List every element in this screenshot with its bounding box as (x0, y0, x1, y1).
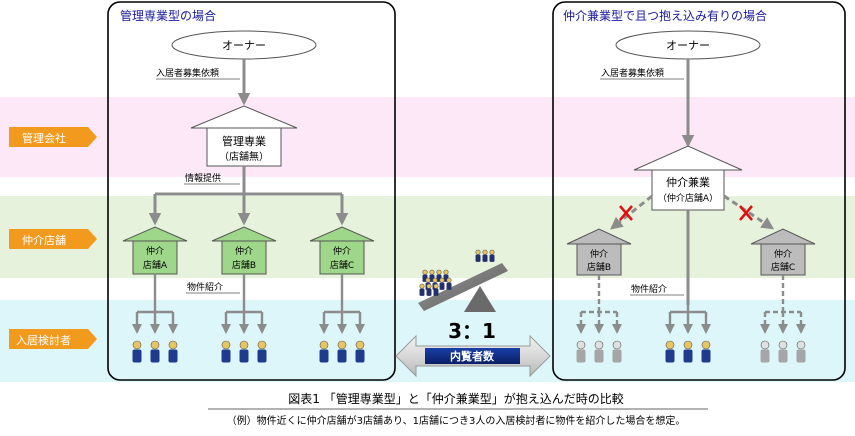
cross-b-icon (619, 205, 633, 221)
arrow-label: 内覧者数 (450, 349, 495, 363)
seesaw-people (419, 249, 495, 296)
left-panel-frame (107, 1, 396, 381)
person-icon (778, 340, 788, 363)
tag-management-company: 管理会社 (9, 127, 97, 147)
left-people-arrows (131, 274, 366, 335)
people-connector (318, 274, 366, 335)
seesaw-icon (418, 263, 508, 312)
person-icon (760, 340, 770, 363)
people-connector (759, 275, 807, 335)
left-shop-c: 仲介 店舗C (309, 226, 375, 275)
person-icon (594, 340, 604, 363)
caption-note: （例）物件近くに仲介店舗が3店舗あり、1店舗につき3人の入居検討者に物件を紹介し… (227, 414, 686, 427)
right-property-label: 物件紹介 (631, 283, 667, 295)
left-people (132, 340, 365, 363)
right-shop-c: 仲介 店舗C (750, 228, 816, 276)
left-owner-label: オーナー (222, 39, 266, 52)
arrow-label-bg (425, 348, 520, 364)
person-icon (489, 249, 495, 262)
person-icon (150, 340, 160, 363)
band-brokerage-shop (0, 196, 855, 278)
caption-title: 図表1 「管理専業型」と「仲介兼業型」が抱え込んだ時の比較 (288, 391, 623, 406)
person-icon (796, 340, 806, 363)
ratio-text: 3：1 (448, 319, 496, 343)
person-icon (355, 340, 365, 363)
person-icon (419, 283, 425, 296)
left-shop-c-line2: 店舗C (330, 259, 354, 271)
tag-tenant-candidate-label: 入居検討者 (16, 333, 71, 347)
left-property-label: 物件紹介 (187, 281, 223, 293)
person-icon (168, 340, 178, 363)
person-icon (701, 340, 711, 363)
person-icon (446, 277, 452, 290)
broker-line2: （仲介店舗A） (658, 192, 718, 204)
right-dashed-arrow-b (610, 194, 653, 230)
left-info-label: 情報提供 (185, 172, 221, 184)
tag-brokerage-shop: 仲介店舗 (9, 229, 97, 249)
right-shop-b-line2: 店舗B (587, 261, 611, 273)
broker-line1: 仲介兼業 (666, 175, 710, 189)
person-icon (132, 340, 142, 363)
tag-brokerage-shop-label: 仲介店舗 (22, 233, 66, 247)
person-icon (482, 249, 488, 262)
left-shop-a-line2: 店舗A (143, 259, 168, 271)
person-icon (439, 277, 445, 290)
person-icon (612, 340, 622, 363)
person-icon (475, 249, 481, 262)
people-connector (575, 275, 623, 335)
person-icon (683, 340, 693, 363)
people-connector (220, 274, 268, 335)
right-people (576, 340, 806, 363)
left-shop-b-line1: 仲介 (235, 245, 253, 257)
cross-c-icon (739, 205, 753, 221)
left-request-label: 入居者募集依頼 (156, 67, 219, 79)
left-shop-a-line1: 仲介 (146, 245, 164, 257)
manager-line2: （店舗無） (219, 150, 269, 163)
right-shop-c-line2: 店舗C (771, 261, 795, 273)
left-shop-b-line2: 店舗B (232, 259, 256, 271)
right-panel-frame (552, 1, 846, 381)
left-panel-title: 管理専業型の場合 (120, 8, 216, 23)
right-request-label: 入居者募集依頼 (601, 67, 664, 79)
people-connector (664, 305, 712, 335)
center-comparison: 3：1 内覧者数 (395, 249, 551, 378)
right-panel-title: 仲介兼業型で且つ抱え込み有りの場合 (563, 8, 767, 23)
tag-management-company-label: 管理会社 (22, 131, 66, 145)
person-icon (576, 340, 586, 363)
person-icon (337, 340, 347, 363)
person-icon (665, 340, 675, 363)
left-shop-c-line1: 仲介 (333, 245, 351, 257)
left-panel: 管理専業型の場合 オーナー 入居者募集依頼 管理専業 （店舗無） 情報提供 仲介… (107, 1, 396, 381)
person-icon (426, 283, 432, 296)
right-shop-b-line1: 仲介 (590, 248, 608, 260)
manager-house-shape (190, 105, 298, 167)
right-shop-b: 仲介 店舗B (566, 228, 632, 276)
person-icon (239, 340, 249, 363)
right-owner-label: オーナー (666, 39, 710, 52)
person-icon (319, 340, 329, 363)
left-shop-b: 仲介 店舗B (211, 226, 277, 275)
band-tenant-candidate (0, 300, 855, 382)
manager-line1: 管理専業 (222, 134, 266, 148)
tag-tenant-candidate: 入居検討者 (9, 329, 97, 349)
person-icon (257, 340, 267, 363)
right-panel: 仲介兼業型で且つ抱え込み有りの場合 オーナー 入居者募集依頼 仲介兼業 （仲介店… (552, 1, 846, 381)
people-connector (131, 274, 179, 335)
person-icon (221, 340, 231, 363)
person-icon (433, 283, 439, 296)
right-shop-c-line1: 仲介 (774, 248, 792, 260)
right-people-arrows (575, 275, 807, 335)
